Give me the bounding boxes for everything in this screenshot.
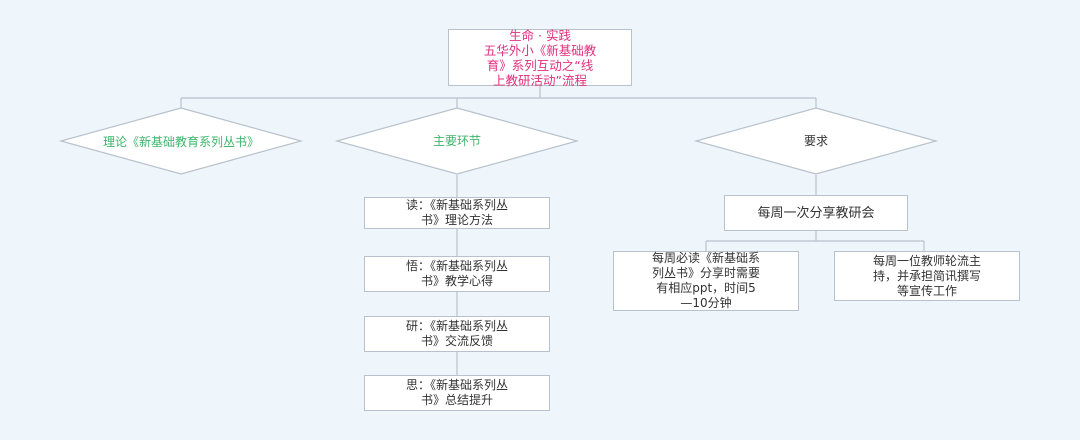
detail-right-box: 每周一位教师轮流主 持，并承担简讯撰写 等宣传工作 — [834, 251, 1020, 301]
detail-left-box: 每周必读《新基础系 列丛书》分享时需要 有相应ppt，时间5 —10分钟 — [613, 251, 799, 311]
title-line-3: 育》系列互动之“线 — [486, 57, 594, 73]
main-label: 主要环节 — [432, 133, 481, 148]
step-reflect: 思：《新基础系列丛书》总结提升 — [364, 375, 550, 411]
theory-label: 理论《新基础教育系列丛书》 — [102, 134, 259, 149]
theory-diamond — [58, 107, 304, 175]
require-label: 要求 — [803, 133, 828, 148]
main-diamond — [334, 107, 580, 175]
step-read: 读：《新基础系列丛书》理论方法 — [364, 197, 550, 229]
title-line-2: 五华外小《新基础教 — [483, 42, 597, 58]
title-line-1: 生命 · 实践 — [509, 27, 571, 43]
title-line-4: 上教研活动”流程 — [493, 72, 587, 88]
require-diamond — [693, 107, 939, 175]
step-understand: 悟：《新基础系列丛书》教学心得 — [364, 256, 550, 292]
weekly-box: 每周一次分享教研会 — [724, 195, 908, 231]
title-box: 生命 · 实践 五华外小《新基础教 育》系列互动之“线 上教研活动”流程 — [448, 27, 632, 88]
step-research: 研：《新基础系列丛书》交流反馈 — [364, 316, 550, 352]
